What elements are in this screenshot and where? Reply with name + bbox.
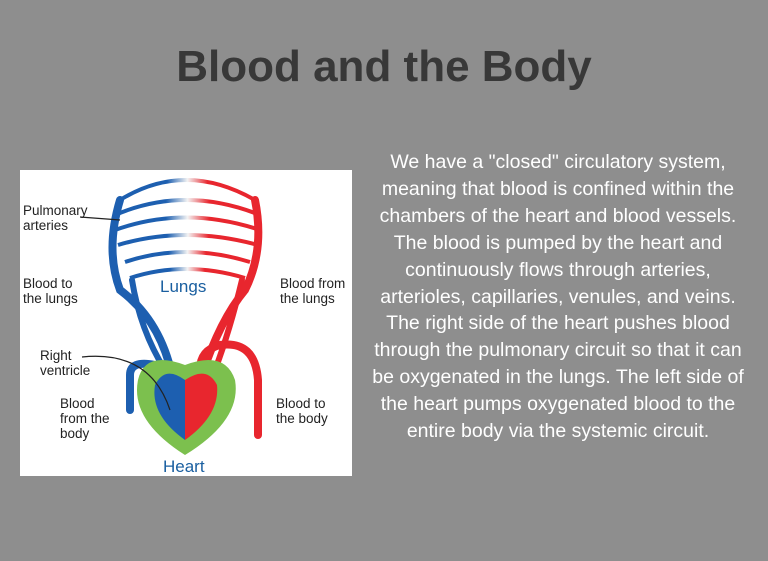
label-to-lungs-1: Blood to [23, 276, 73, 291]
left-heart-chamber [185, 373, 218, 440]
slide-body-text: We have a "closed" circulatory system, m… [372, 151, 744, 443]
label-rv-1: Right [40, 348, 72, 363]
right-heart-chamber [154, 373, 185, 440]
lung-capillaries [114, 178, 261, 280]
label-from-lungs-1: Blood from [280, 276, 345, 291]
pulmonary-pointer-line [79, 216, 121, 221]
label-lungs: Lungs [160, 277, 206, 296]
label-pulmonary-2: arteries [23, 218, 68, 233]
label-from-lungs-2: the lungs [280, 291, 335, 306]
label-heart: Heart [163, 457, 205, 476]
label-to-body-2: the body [276, 411, 328, 426]
label-from-body-1: Blood [60, 396, 95, 411]
circulation-diagram: Pulmonary arteries Blood to the lungs Lu… [20, 170, 352, 476]
label-from-body-3: body [60, 426, 90, 441]
label-from-body-2: from the [60, 411, 110, 426]
label-to-lungs-2: the lungs [23, 291, 78, 306]
ventricle-pointer-line [81, 355, 171, 411]
label-to-body-1: Blood to [276, 396, 326, 411]
label-rv-2: ventricle [40, 363, 90, 378]
slide-title: Blood and the Body [176, 42, 592, 91]
label-pulmonary-1: Pulmonary [23, 203, 88, 218]
